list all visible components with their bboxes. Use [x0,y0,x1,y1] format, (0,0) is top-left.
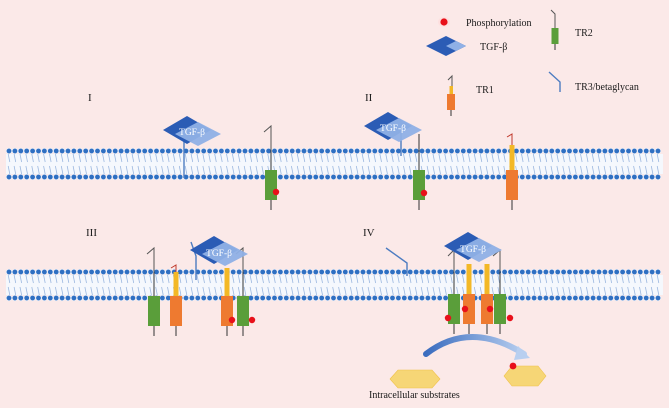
tr2-receptor [263,124,280,210]
panel-i: TGF-β [163,116,280,210]
phosphorylation-dot [420,189,428,197]
tr3-betaglycan-icon [548,71,561,92]
tr3-betaglycan [190,241,197,280]
phosphorylation-dot [509,362,517,370]
tr1-receptor [461,264,475,334]
tr2-receptor [146,246,160,336]
panel-ii: TGF-β [364,112,518,210]
phosphorylation-dot [486,305,494,313]
phosphorylation-dot [506,314,514,322]
tgf-beta-ligand: TGF-β [444,232,502,262]
substrate-phosphorylated [503,362,547,387]
panel-label-i: I [88,92,92,104]
tr2-receptor [492,248,514,334]
tgf-beta-ligand: TGF-β [190,236,248,266]
substrate-unphosphorylated [389,369,441,389]
tgf-beta-label: TGF-β [380,124,406,134]
tr2-icon [550,9,559,50]
legend-tr3-label: TR3/betaglycan [575,82,639,93]
intracellular-substrates-label: Intracellular substrates [369,390,460,401]
tr2-receptor [413,134,428,210]
tr1-receptor [506,133,518,210]
phosphorylation-dot [444,314,452,322]
tr1-receptor [481,264,494,334]
tr1-receptor [221,268,236,336]
panel-label-iv: IV [363,227,375,239]
tgf-beta-label: TGF-β [206,249,232,259]
panel-label-ii: II [365,92,373,104]
tgf-beta-ligand: TGF-β [163,116,221,146]
panel-label-iii: III [86,227,97,239]
phosphorylation-dot [248,316,256,324]
legend-tr2-label: TR2 [575,28,593,39]
legend: Phosphorylation TGF-β TR1 TR2 TR3/betagl… [426,9,639,116]
tr1-receptor [170,264,182,336]
tgf-beta-label: TGF-β [460,245,486,255]
legend-tr1-label: TR1 [476,85,494,96]
phosphorylation-dot [228,316,236,324]
phosphorylation-dot [461,305,469,313]
tr3-betaglycan [385,247,408,276]
phosphorylation-arrow [423,334,530,360]
phosphorylation-icon [438,17,450,27]
legend-phosphorylation-label: Phosphorylation [466,18,532,29]
tgf-beta-icon [426,36,466,56]
phosphorylation-dot [272,188,280,196]
panel-iv: TGF-β Intracellular substrates [369,232,547,401]
legend-tgf-beta-label: TGF-β [480,42,507,53]
cell-membrane-top [6,148,663,181]
panel-iii: TGF-β [146,236,256,336]
tgf-beta-label: TGF-β [179,128,205,138]
cell-membrane-bottom [6,268,663,301]
tgf-beta-ligand: TGF-β [364,112,422,142]
tr1-icon [447,74,455,116]
